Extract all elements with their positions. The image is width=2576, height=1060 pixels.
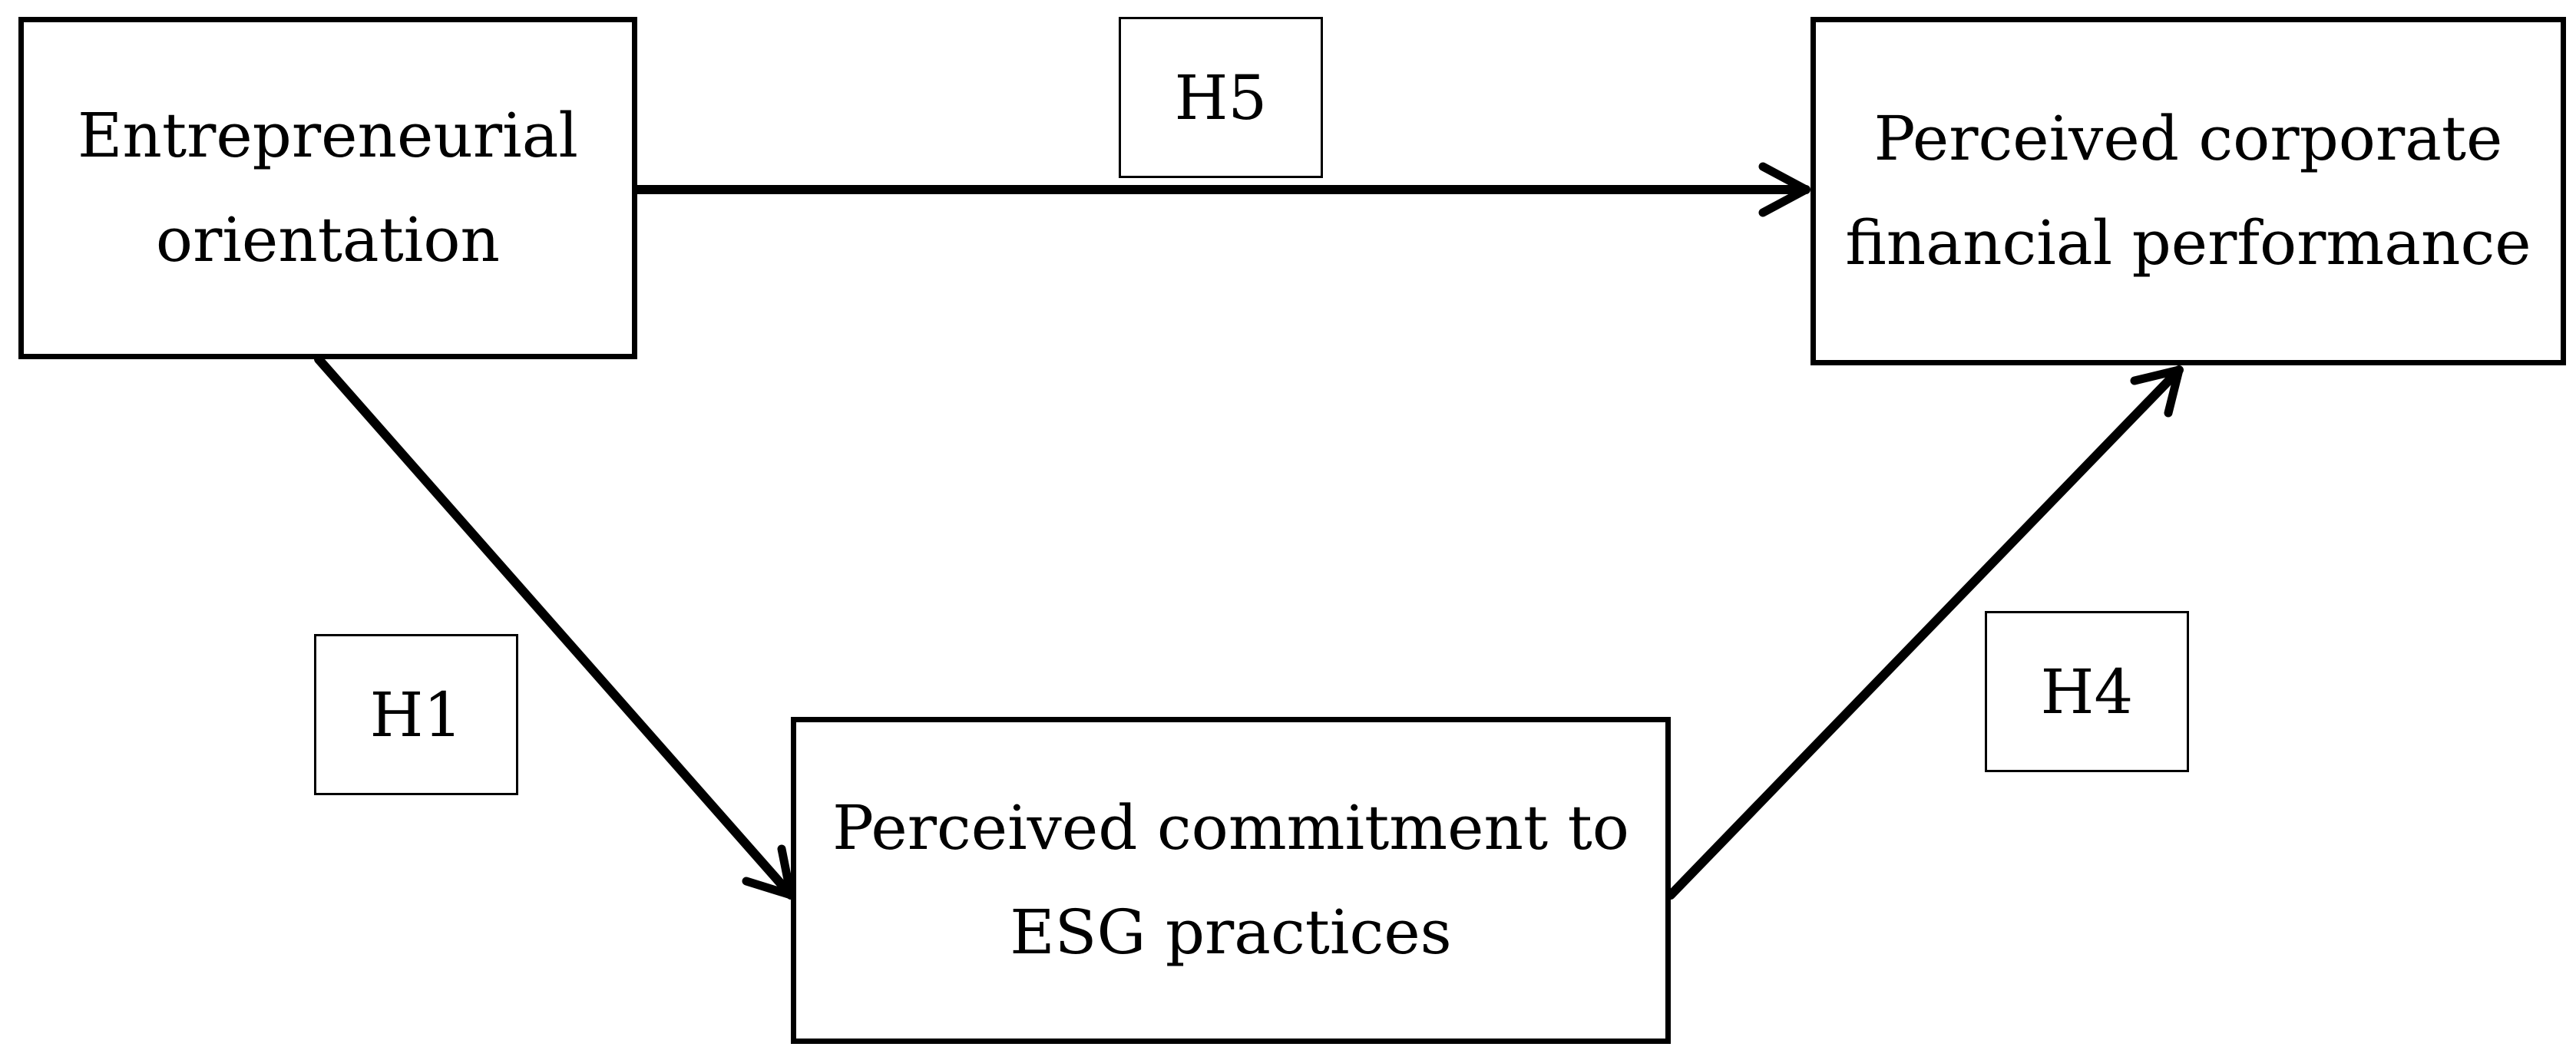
hypothesis-text: H4 bbox=[2040, 655, 2134, 728]
node-entrepreneurial-orientation: Entrepreneurial orientation bbox=[18, 17, 637, 359]
node-label: Perceived corporate financial performanc… bbox=[1845, 87, 2531, 296]
node-label-line: Perceived commitment to bbox=[832, 792, 1629, 864]
node-label-line: orientation bbox=[155, 204, 501, 276]
node-label-line: Entrepreneurial bbox=[78, 100, 578, 171]
node-perceived-commitment-to-esg-practices: Perceived commitment to ESG practices bbox=[791, 717, 1671, 1044]
arrow-h5 bbox=[633, 162, 1810, 217]
arrow-h1 bbox=[314, 355, 795, 900]
hypothesis-label-h4: H4 bbox=[1985, 611, 2189, 772]
node-label-line: ESG practices bbox=[1010, 897, 1452, 968]
hypothesis-text: H5 bbox=[1174, 61, 1268, 134]
arrow-h4 bbox=[1666, 365, 2184, 900]
hypothesis-label-h1: H1 bbox=[314, 634, 518, 795]
node-label-line: financial performance bbox=[1845, 207, 2531, 279]
node-label-line: Perceived corporate bbox=[1873, 103, 2503, 174]
node-label: Entrepreneurial orientation bbox=[78, 84, 578, 292]
hypothesis-text: H1 bbox=[369, 679, 463, 751]
node-perceived-corporate-financial-performance: Perceived corporate financial performanc… bbox=[1810, 17, 2566, 365]
hypothesis-label-h5: H5 bbox=[1119, 17, 1323, 178]
node-label: Perceived commitment to ESG practices bbox=[832, 776, 1629, 985]
